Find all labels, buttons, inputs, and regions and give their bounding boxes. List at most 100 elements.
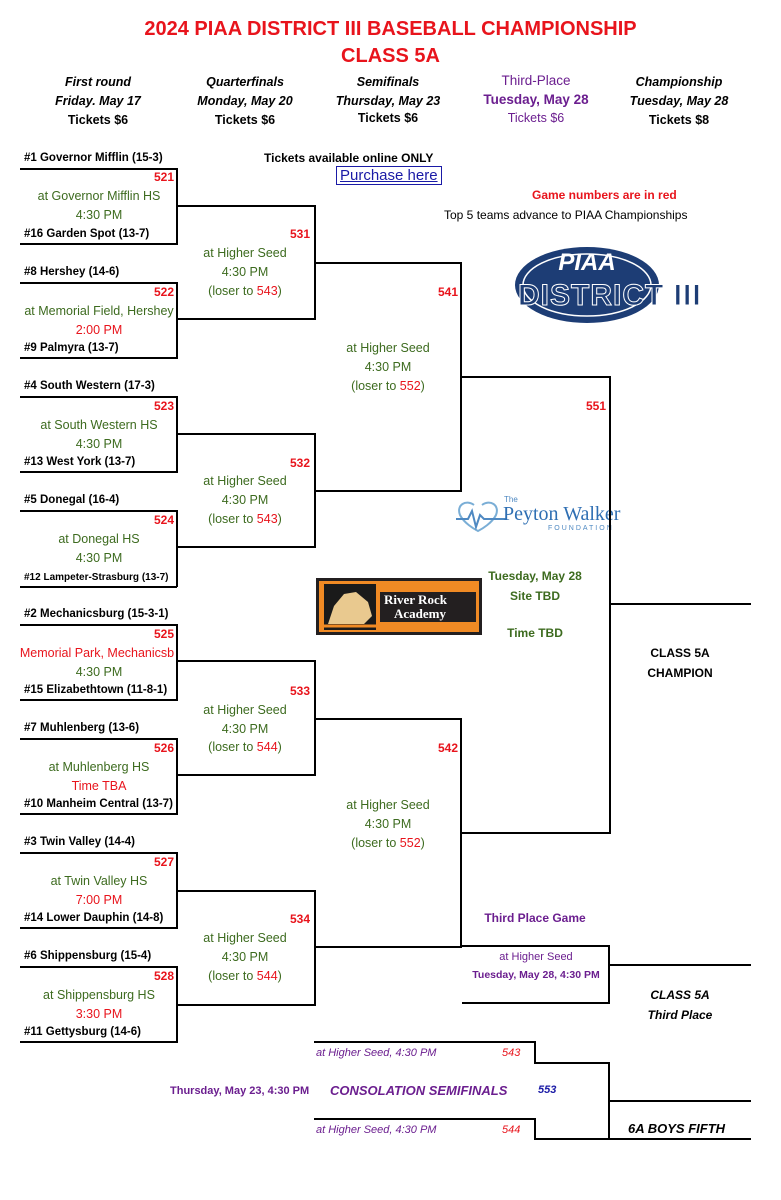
team-top: #4 South Western (17-3) bbox=[24, 380, 155, 392]
river-rock-textbox bbox=[380, 592, 476, 622]
loser-note: (loser to 552) bbox=[351, 836, 425, 850]
third-place-winner-1: CLASS 5A bbox=[650, 988, 710, 1002]
game-number: 541 bbox=[437, 285, 458, 299]
game-number: 524 bbox=[153, 513, 174, 527]
col-first-round: First round bbox=[65, 75, 131, 89]
game-number: 542 bbox=[437, 741, 458, 755]
col-sf-tickets: Tickets $6 bbox=[357, 111, 419, 125]
consolation-game-a-number: 543 bbox=[502, 1047, 521, 1059]
game-number: 522 bbox=[153, 285, 174, 299]
consolation-label: CONSOLATION SEMIFINALS bbox=[330, 1083, 508, 1098]
consolation-game-a-site: at Higher Seed, 4:30 PM bbox=[316, 1047, 437, 1059]
team-bottom: #14 Lower Dauphin (14-8) bbox=[24, 912, 164, 924]
third-place-winner-2: Third Place bbox=[647, 1008, 713, 1022]
team-bottom: #12 Lampeter-Strasburg (13-7) bbox=[24, 572, 169, 583]
consolation-date: Thursday, May 23, 4:30 PM bbox=[170, 1085, 310, 1097]
game-time: 7:00 PM bbox=[75, 893, 123, 907]
game-time: 4:30 PM bbox=[221, 265, 269, 279]
advance-note: Top 5 teams advance to PIAA Championship… bbox=[444, 208, 688, 222]
consolation-game-b-site: at Higher Seed, 4:30 PM bbox=[316, 1124, 437, 1136]
rock-icon bbox=[324, 584, 376, 630]
col-qf-date: Monday, May 20 bbox=[197, 94, 293, 108]
heartbeat-icon bbox=[456, 501, 506, 533]
col-qf-tickets: Tickets $6 bbox=[214, 113, 276, 127]
col-sf-round: Semifinals bbox=[356, 75, 420, 89]
col-first-date: Friday. May 17 bbox=[55, 94, 141, 108]
game-time: 3:30 PM bbox=[75, 1007, 123, 1021]
col-champ-tickets: Tickets $8 bbox=[648, 113, 710, 127]
game-time: Time TBA bbox=[71, 779, 127, 793]
team-top: #2 Mechanicsburg (15-3-1) bbox=[24, 608, 169, 620]
piaa-logo-graphic bbox=[515, 247, 659, 323]
game-number: 521 bbox=[153, 170, 174, 184]
team-top: #6 Shippensburg (15-4) bbox=[24, 950, 152, 962]
game-site: at Twin Valley HS bbox=[50, 874, 148, 888]
third-place-datetime: Tuesday, May 28, 4:30 PM bbox=[472, 969, 600, 981]
game-site: at Shippensburg HS bbox=[43, 988, 155, 1002]
team-top: #7 Muhlenberg (13-6) bbox=[24, 722, 140, 734]
game-time: 4:30 PM bbox=[364, 360, 412, 374]
game-site: at Muhlenberg HS bbox=[48, 760, 150, 774]
page-title: 2024 PIAA DISTRICT III BASEBALL CHAMPION… bbox=[144, 18, 637, 40]
game-site: at Higher Seed bbox=[203, 474, 287, 488]
peyton-the: The bbox=[504, 495, 518, 504]
game-number: 525 bbox=[153, 627, 174, 641]
game-time: 4:30 PM bbox=[75, 208, 123, 222]
game-site: at South Western HS bbox=[40, 418, 158, 432]
game-time: 4:30 PM bbox=[221, 722, 269, 736]
col-qf-round: Quarterfinals bbox=[206, 75, 284, 89]
loser-note: (loser to 543) bbox=[208, 512, 282, 526]
game-time: 4:30 PM bbox=[75, 551, 123, 565]
team-top: #3 Twin Valley (14-4) bbox=[24, 836, 136, 848]
team-bottom: #13 West York (13-7) bbox=[24, 456, 136, 468]
game-number: 532 bbox=[289, 456, 310, 470]
team-top: #1 Governor Mifflin (15-3) bbox=[24, 152, 163, 164]
team-top: #5 Donegal (16-4) bbox=[24, 494, 120, 506]
piaa-logo-text: PIAA bbox=[558, 249, 616, 276]
championship-time: Time TBD bbox=[507, 626, 563, 640]
game-site: at Donegal HS bbox=[58, 532, 140, 546]
river-rock-line1: River Rock bbox=[384, 592, 447, 607]
game-number: 531 bbox=[289, 227, 310, 241]
col-champ-round: Championship bbox=[635, 75, 723, 89]
game-site: at Memorial Field, Hershey bbox=[24, 304, 174, 318]
team-bottom: #9 Palmyra (13-7) bbox=[24, 342, 119, 354]
third-place-label: Third Place Game bbox=[484, 911, 586, 925]
loser-note: (loser to 543) bbox=[208, 284, 282, 298]
game-number: 534 bbox=[289, 912, 310, 926]
team-bottom: #15 Elizabethtown (11-8-1) bbox=[24, 684, 168, 696]
col-third-round: Third-Place bbox=[501, 73, 571, 88]
game-number: 527 bbox=[153, 855, 174, 869]
loser-note: (loser to 552) bbox=[351, 379, 425, 393]
champion-label-1: CLASS 5A bbox=[650, 646, 710, 660]
team-bottom: #11 Gettysburg (14-6) bbox=[24, 1026, 141, 1038]
col-sf-date: Thursday, May 23 bbox=[335, 94, 441, 108]
purchase-link-wrap: Purchase here bbox=[336, 166, 442, 185]
col-third-date: Tuesday, May 28 bbox=[483, 92, 589, 107]
peyton-name: Peyton Walker bbox=[503, 503, 621, 525]
game-site: at Higher Seed bbox=[203, 931, 287, 945]
piaa-district-logo: PIAA DISTRICT III bbox=[514, 245, 704, 325]
game-time: 4:30 PM bbox=[221, 950, 269, 964]
game-time: 4:30 PM bbox=[75, 437, 123, 451]
online-tickets-note: Tickets available online ONLY bbox=[264, 151, 434, 165]
col-champ-date: Tuesday, May 28 bbox=[629, 94, 729, 108]
game-number: 533 bbox=[289, 684, 310, 698]
peyton-foundation: FOUNDATION bbox=[548, 525, 614, 532]
team-bottom: #10 Manheim Central (13-7) bbox=[24, 798, 173, 810]
game-site: at Higher Seed bbox=[346, 798, 430, 812]
loser-note: (loser to 544) bbox=[208, 969, 282, 983]
district-logo-text: DISTRICT III bbox=[518, 279, 702, 313]
col-first-tickets: Tickets $6 bbox=[67, 113, 129, 127]
col-third-tickets: Tickets $6 bbox=[507, 111, 565, 125]
game-numbers-note: Game numbers are in red bbox=[532, 188, 677, 202]
game-number: 523 bbox=[153, 399, 174, 413]
game-time: 4:30 PM bbox=[75, 665, 123, 679]
game-time: 4:30 PM bbox=[364, 817, 412, 831]
game-site: at Higher Seed bbox=[203, 246, 287, 260]
purchase-link[interactable]: Purchase here bbox=[336, 166, 442, 185]
page-subtitle: CLASS 5A bbox=[341, 45, 440, 67]
consolation-game-b-number: 544 bbox=[502, 1124, 521, 1136]
game-number: 551 bbox=[585, 399, 606, 413]
